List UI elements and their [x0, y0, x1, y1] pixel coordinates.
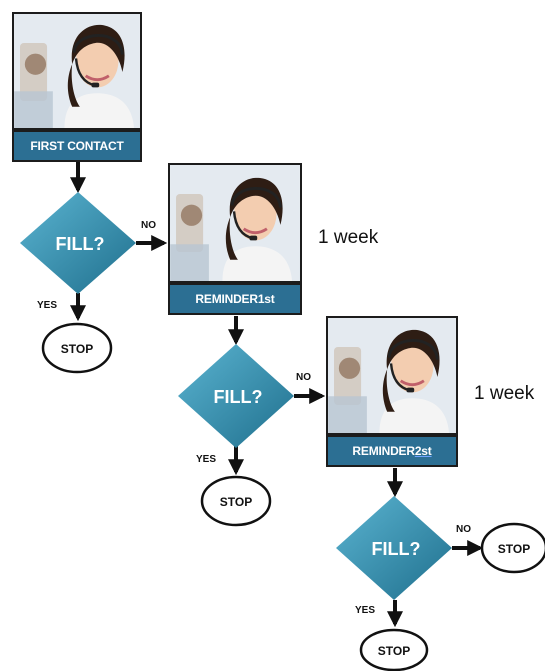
agent-photo: [168, 163, 302, 283]
step-label: FIRST CONTACT: [12, 130, 142, 162]
step-reminder-2: REMINDER 2st: [326, 316, 458, 467]
decision-diamond-2: FILL?: [178, 344, 294, 448]
decision-diamond-3: FILL?: [336, 496, 452, 600]
decision-question: FILL?: [214, 387, 263, 407]
stop-label: STOP: [61, 342, 93, 356]
stop-oval-1: STOP: [41, 322, 113, 374]
step-label-text: REMINDER: [195, 292, 258, 306]
headset-agent-icon: [328, 318, 456, 433]
yes-label: YES: [355, 605, 376, 616]
headset-agent-icon: [170, 165, 300, 281]
step-label-suffix: 1st: [257, 292, 275, 306]
no-label: NO: [296, 372, 311, 383]
decision-diamond-1: FILL?: [20, 192, 136, 294]
agent-photo: [326, 316, 458, 435]
no-label: NO: [141, 220, 156, 231]
decision-question: FILL?: [372, 539, 421, 559]
yes-label: YES: [37, 300, 58, 311]
step-label-text: REMINDER: [352, 444, 415, 458]
stop-oval-3: STOP: [480, 522, 545, 574]
stop-label: STOP: [498, 542, 530, 556]
yes-label: YES: [196, 454, 217, 465]
stop-label: STOP: [378, 644, 410, 658]
step-label: REMINDER 1st: [168, 283, 302, 315]
step-first-contact: FIRST CONTACT: [12, 12, 142, 162]
headset-agent-icon: [14, 14, 140, 128]
stop-oval-2: STOP: [200, 475, 272, 527]
step-label: REMINDER 2st: [326, 435, 458, 467]
step-label-text: FIRST CONTACT: [30, 139, 124, 153]
no-label: NO: [456, 524, 471, 535]
interval-label: 1 week: [474, 383, 535, 404]
decision-question: FILL?: [56, 234, 105, 254]
stop-oval-4: STOP: [359, 628, 429, 671]
step-reminder-1: REMINDER 1st: [168, 163, 302, 315]
interval-label: 1 week: [318, 227, 379, 248]
agent-photo: [12, 12, 142, 130]
stop-label: STOP: [220, 495, 252, 509]
step-label-suffix: 2st: [414, 444, 432, 458]
